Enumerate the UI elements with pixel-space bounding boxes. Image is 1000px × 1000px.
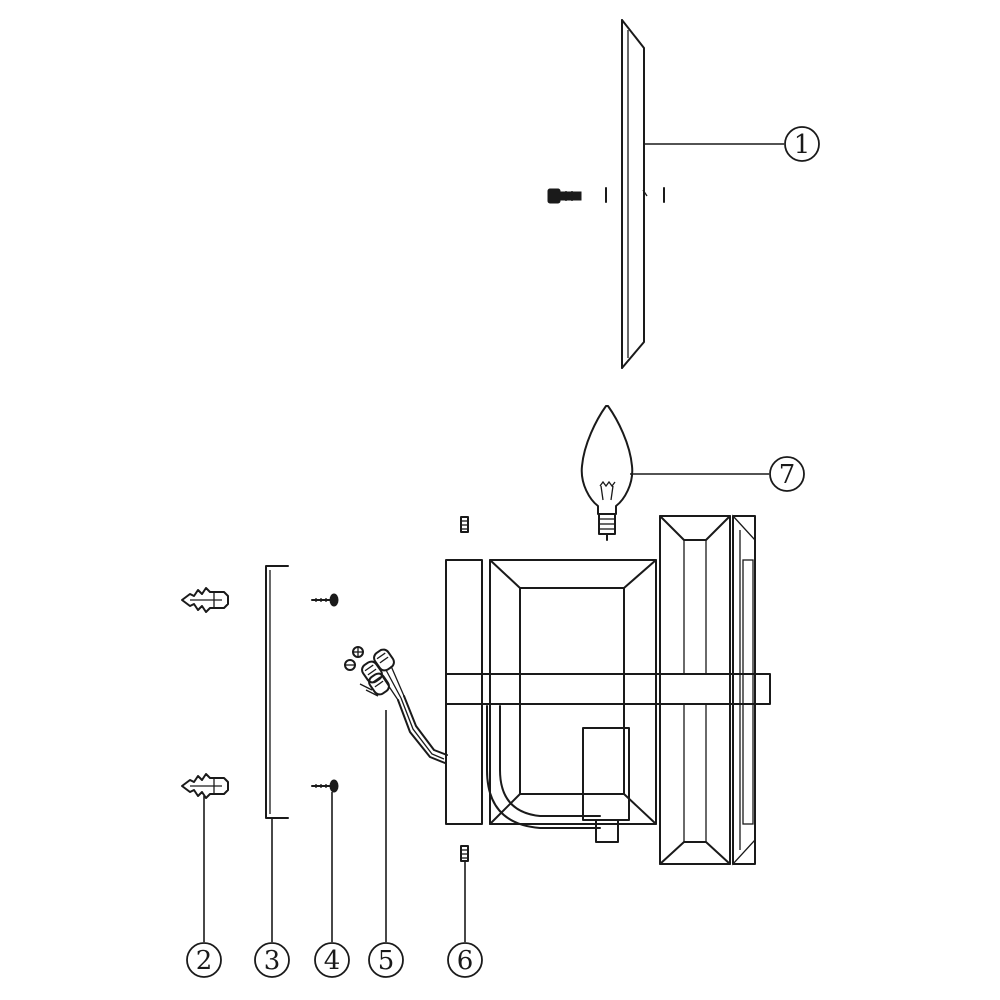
set-screw-top: [460, 516, 469, 533]
backplate-screw: [547, 187, 665, 204]
wire-connectors: [344, 646, 448, 764]
callout-7-label: 7: [779, 460, 796, 490]
callout-2: 2: [186, 942, 222, 978]
callout-6: 6: [447, 942, 483, 978]
callout-5-label: 5: [378, 946, 395, 976]
wall-anchor-top: [181, 587, 229, 613]
callout-6-label: 6: [457, 946, 474, 976]
mounting-bracket: [265, 565, 289, 819]
callout-1: 1: [784, 126, 820, 162]
set-screw-bottom: [460, 845, 469, 862]
mounting-screw-bottom: [311, 779, 339, 793]
callout-1-label: 1: [794, 130, 811, 160]
fixture-body: [445, 514, 771, 866]
backplate: [621, 19, 648, 369]
callout-3: 3: [254, 942, 290, 978]
wall-anchor-bottom: [181, 773, 229, 799]
callout-5: 5: [368, 942, 404, 978]
callout-7: 7: [769, 456, 805, 492]
mounting-screw-top: [311, 593, 339, 607]
callout-4: 4: [314, 942, 350, 978]
callout-3-label: 3: [264, 946, 281, 976]
callout-2-label: 2: [196, 946, 213, 976]
callout-4-label: 4: [324, 946, 341, 976]
candelabra-bulb: [580, 405, 634, 541]
